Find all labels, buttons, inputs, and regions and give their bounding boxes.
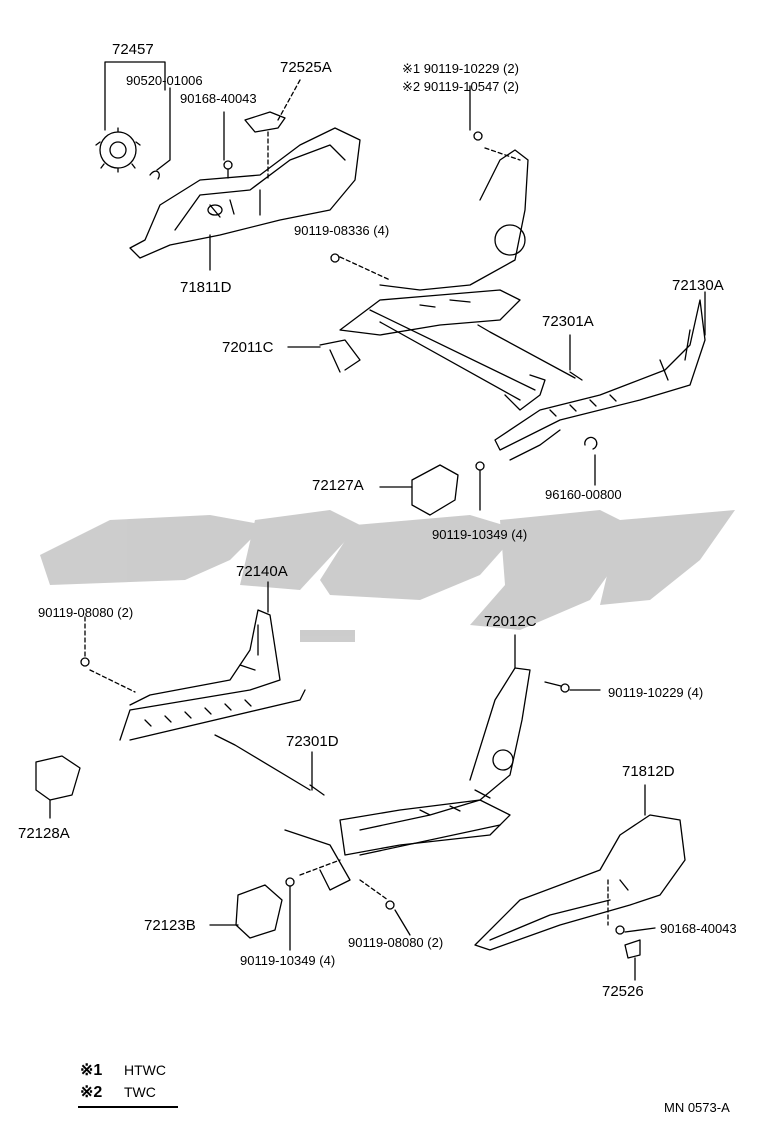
label-72525a: 72525A	[280, 59, 332, 76]
legend-text-2: TWC	[124, 1084, 156, 1100]
label-71812d: 71812D	[622, 763, 675, 780]
cap-72525a	[244, 111, 286, 133]
label-90520-01006: 90520-01006	[126, 73, 203, 88]
label-72140a: 72140A	[236, 563, 288, 580]
label-72130a: 72130A	[672, 277, 724, 294]
legend-underline	[78, 1106, 178, 1108]
clip-96160	[584, 436, 598, 450]
cover-72123b	[235, 884, 283, 939]
label-71811d: 71811D	[180, 279, 232, 296]
label-72011c: 72011C	[222, 339, 274, 356]
legend-row-2: ※2 TWC	[80, 1082, 156, 1102]
label-72128a: 72128A	[18, 825, 70, 842]
label-90119-10349-a: 90119-10349 (4)	[432, 527, 528, 542]
label-72123b: 72123B	[144, 917, 196, 934]
diagram-code: MN 0573-A	[664, 1100, 730, 1115]
cable-72301d	[214, 734, 325, 796]
watermark-graphic	[40, 510, 735, 642]
label-72012c: 72012C	[484, 613, 537, 630]
legend-text-1: HTWC	[124, 1062, 166, 1078]
cable-72301a	[477, 324, 583, 381]
label-90119-08080-a: 90119-08080 (2)	[38, 605, 134, 620]
rail-72140a	[119, 609, 306, 741]
seat-cover-71812d	[474, 814, 686, 951]
cover-72128a	[35, 755, 81, 801]
cap-72526	[624, 939, 641, 959]
cover-72127a	[411, 464, 459, 516]
rail-72130a	[494, 299, 706, 461]
frame-72012c	[284, 667, 531, 891]
note-twc-bolt: ※2 90119-10547 (2)	[402, 79, 519, 94]
label-72301d: 72301D	[286, 733, 339, 750]
label-90119-08080-b: 90119-08080 (2)	[348, 935, 444, 950]
frame-72011c	[319, 149, 546, 411]
label-90119-10349-b: 90119-10349 (4)	[240, 953, 336, 968]
legend-mark-2: ※2	[80, 1084, 103, 1101]
screw-90168-top	[223, 111, 233, 179]
legend-row-1: ※1 HTWC	[80, 1060, 166, 1080]
seat-cover-71811d	[129, 127, 361, 259]
label-90168-40043-bottom: 90168-40043	[660, 921, 737, 936]
note-htwc-bolt: ※1 90119-10229 (2)	[402, 61, 519, 76]
label-72127a: 72127A	[312, 477, 364, 494]
label-90168-40043-top: 90168-40043	[180, 91, 257, 106]
label-72526: 72526	[602, 983, 644, 1000]
label-90119-10229-b: 90119-10229 (4)	[608, 685, 704, 700]
label-90119-08336: 90119-08336 (4)	[294, 223, 390, 238]
label-72457: 72457	[112, 41, 154, 58]
label-72301a: 72301A	[542, 313, 594, 330]
adjust-knob-part	[95, 127, 160, 180]
label-96160-00800: 96160-00800	[545, 487, 622, 502]
legend-mark-1: ※1	[80, 1062, 103, 1079]
